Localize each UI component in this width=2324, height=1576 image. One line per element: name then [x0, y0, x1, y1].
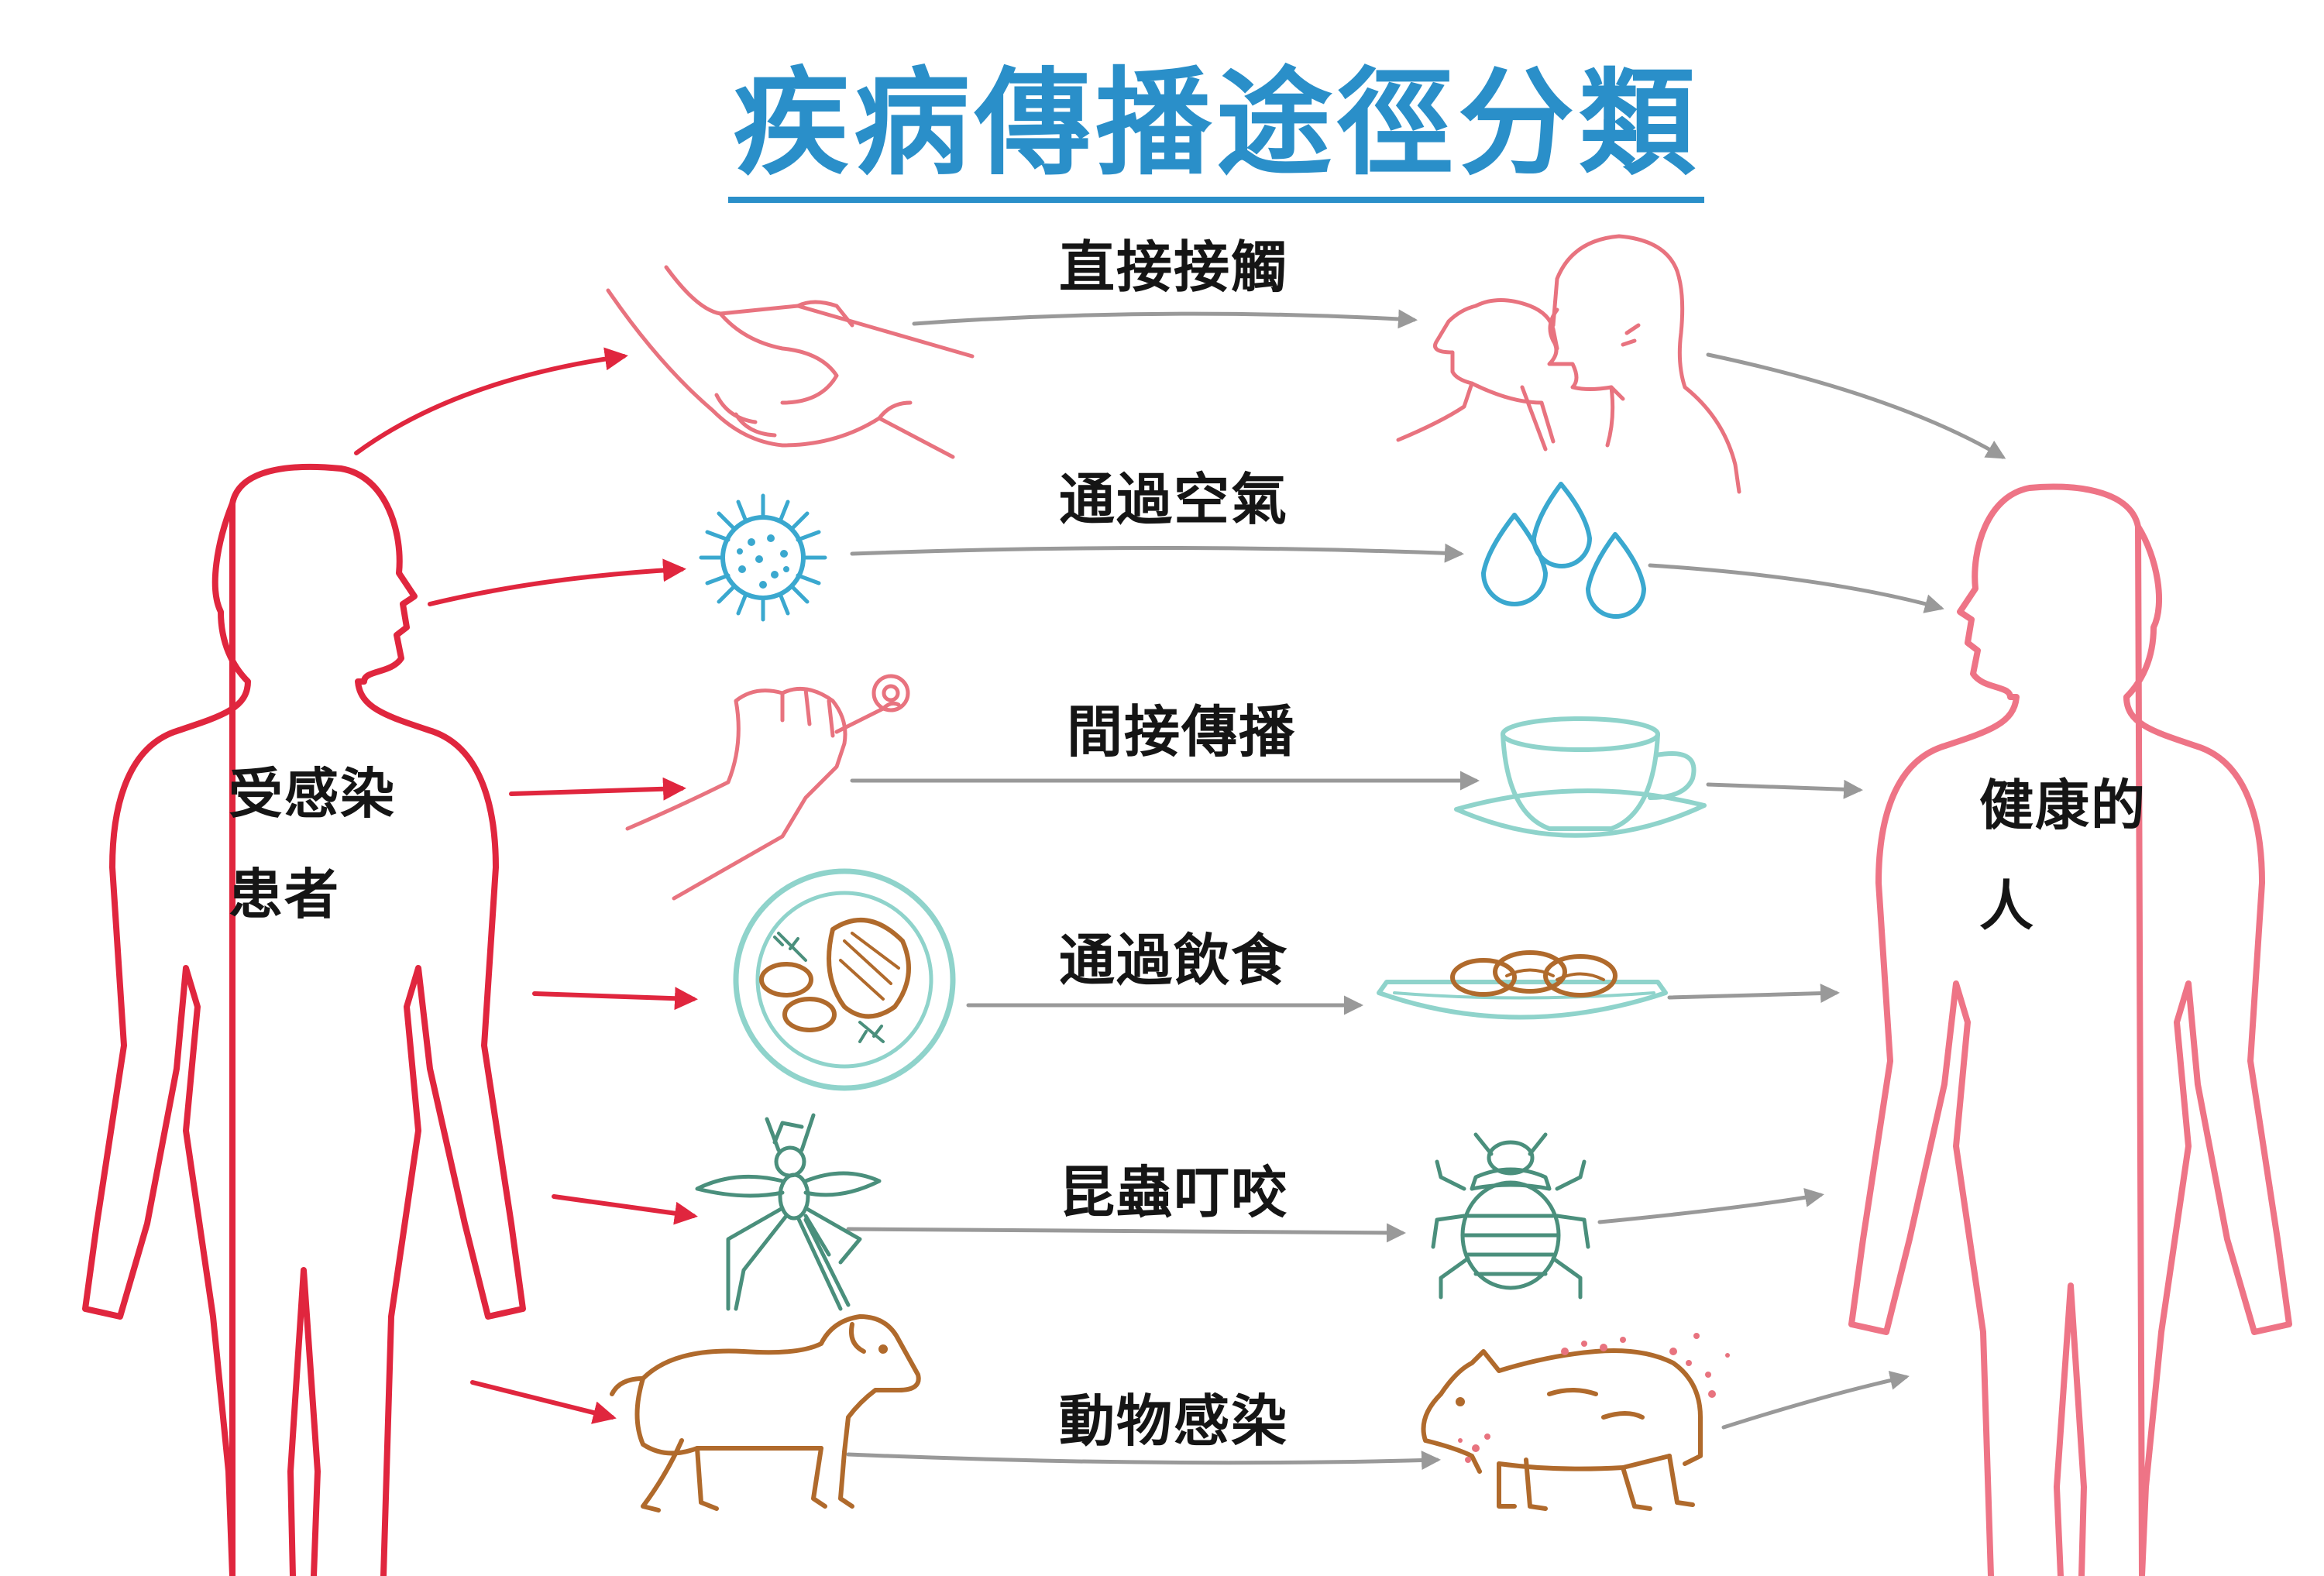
route-label-animal: 動物感染: [1058, 1389, 1288, 1454]
handshake-icon: [606, 265, 975, 459]
infected-person-label-line1: 受感染: [229, 762, 396, 826]
food-plate-icon: [733, 868, 956, 1091]
route-label-airborne: 通過空氣: [1058, 467, 1288, 532]
gray-arrow-mid-2: [850, 543, 1464, 563]
gray-arrow-mid-5: [846, 1223, 1406, 1243]
red-arrow-4: [532, 987, 698, 1011]
gray-arrow-right-3: [1706, 779, 1863, 799]
red-arrow-1: [354, 347, 628, 455]
healthy-person-label-line1: 健康的: [1979, 774, 2147, 837]
red-arrow-5: [552, 1194, 698, 1225]
gray-arrows-middle: [846, 309, 1480, 1471]
healthy-person-figure: [1848, 483, 2292, 1576]
infected-person-figure: [82, 463, 526, 1576]
red-arrow-2: [428, 558, 686, 606]
page-title: 疾病傳播途徑分類: [728, 54, 1704, 203]
teacup-icon: [1454, 716, 1707, 838]
sick-animal-spots: [1458, 1333, 1730, 1463]
infected-person-label: 受感染 患者: [229, 743, 396, 945]
red-arrows: [354, 347, 698, 1424]
red-arrow-3: [509, 777, 686, 801]
gray-arrow-right-6: [1721, 1371, 1910, 1430]
gray-arrow-mid-6: [846, 1451, 1441, 1471]
virus-icon: [699, 493, 827, 622]
gray-arrow-right-1: [1706, 352, 2006, 459]
kiss-icon: [1396, 234, 1741, 494]
mosquito-icon: [695, 1113, 882, 1311]
route-label-insect-bite: 昆蟲叮咬: [1058, 1160, 1288, 1225]
red-arrow-6: [470, 1380, 617, 1424]
healthy-person-label: 健康的 人: [1979, 755, 2147, 956]
gray-arrow-right-4: [1667, 984, 1840, 1004]
dog-icon: [610, 1314, 921, 1512]
gray-arrow-mid-1: [912, 309, 1418, 329]
food-dish-icon: [1377, 950, 1668, 1020]
route-label-food: 通過飲食: [1058, 928, 1288, 993]
droplets-icon: [1481, 482, 1646, 619]
door-handle-icon: [625, 674, 910, 901]
infected-person-label-line2: 患者: [229, 863, 340, 926]
route-label-indirect: 間接傳播: [1066, 699, 1296, 764]
route-label-direct-contact: 直接接觸: [1058, 235, 1288, 300]
healthy-person-label-line2: 人: [1979, 874, 2035, 938]
sick-animal-icon: [1421, 1348, 1703, 1511]
bedbug-icon: [1431, 1132, 1590, 1300]
gray-arrow-right-5: [1597, 1188, 1824, 1224]
gray-arrow-right-2: [1648, 563, 1944, 613]
gray-arrows-right: [1597, 352, 2006, 1430]
